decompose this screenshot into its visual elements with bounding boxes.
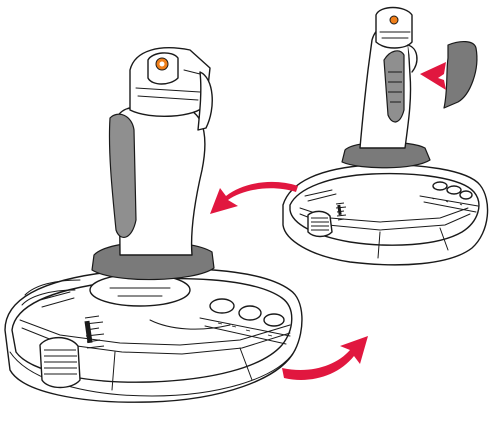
joystick-icon — [4, 47, 303, 403]
rotate-arrow-icon — [210, 181, 298, 214]
hand-rest-panel-icon — [443, 41, 478, 109]
rotate-arrow-icon-lower — [282, 336, 368, 380]
insert-arrow-icon — [420, 62, 446, 90]
joystick-small-icon — [282, 6, 489, 266]
